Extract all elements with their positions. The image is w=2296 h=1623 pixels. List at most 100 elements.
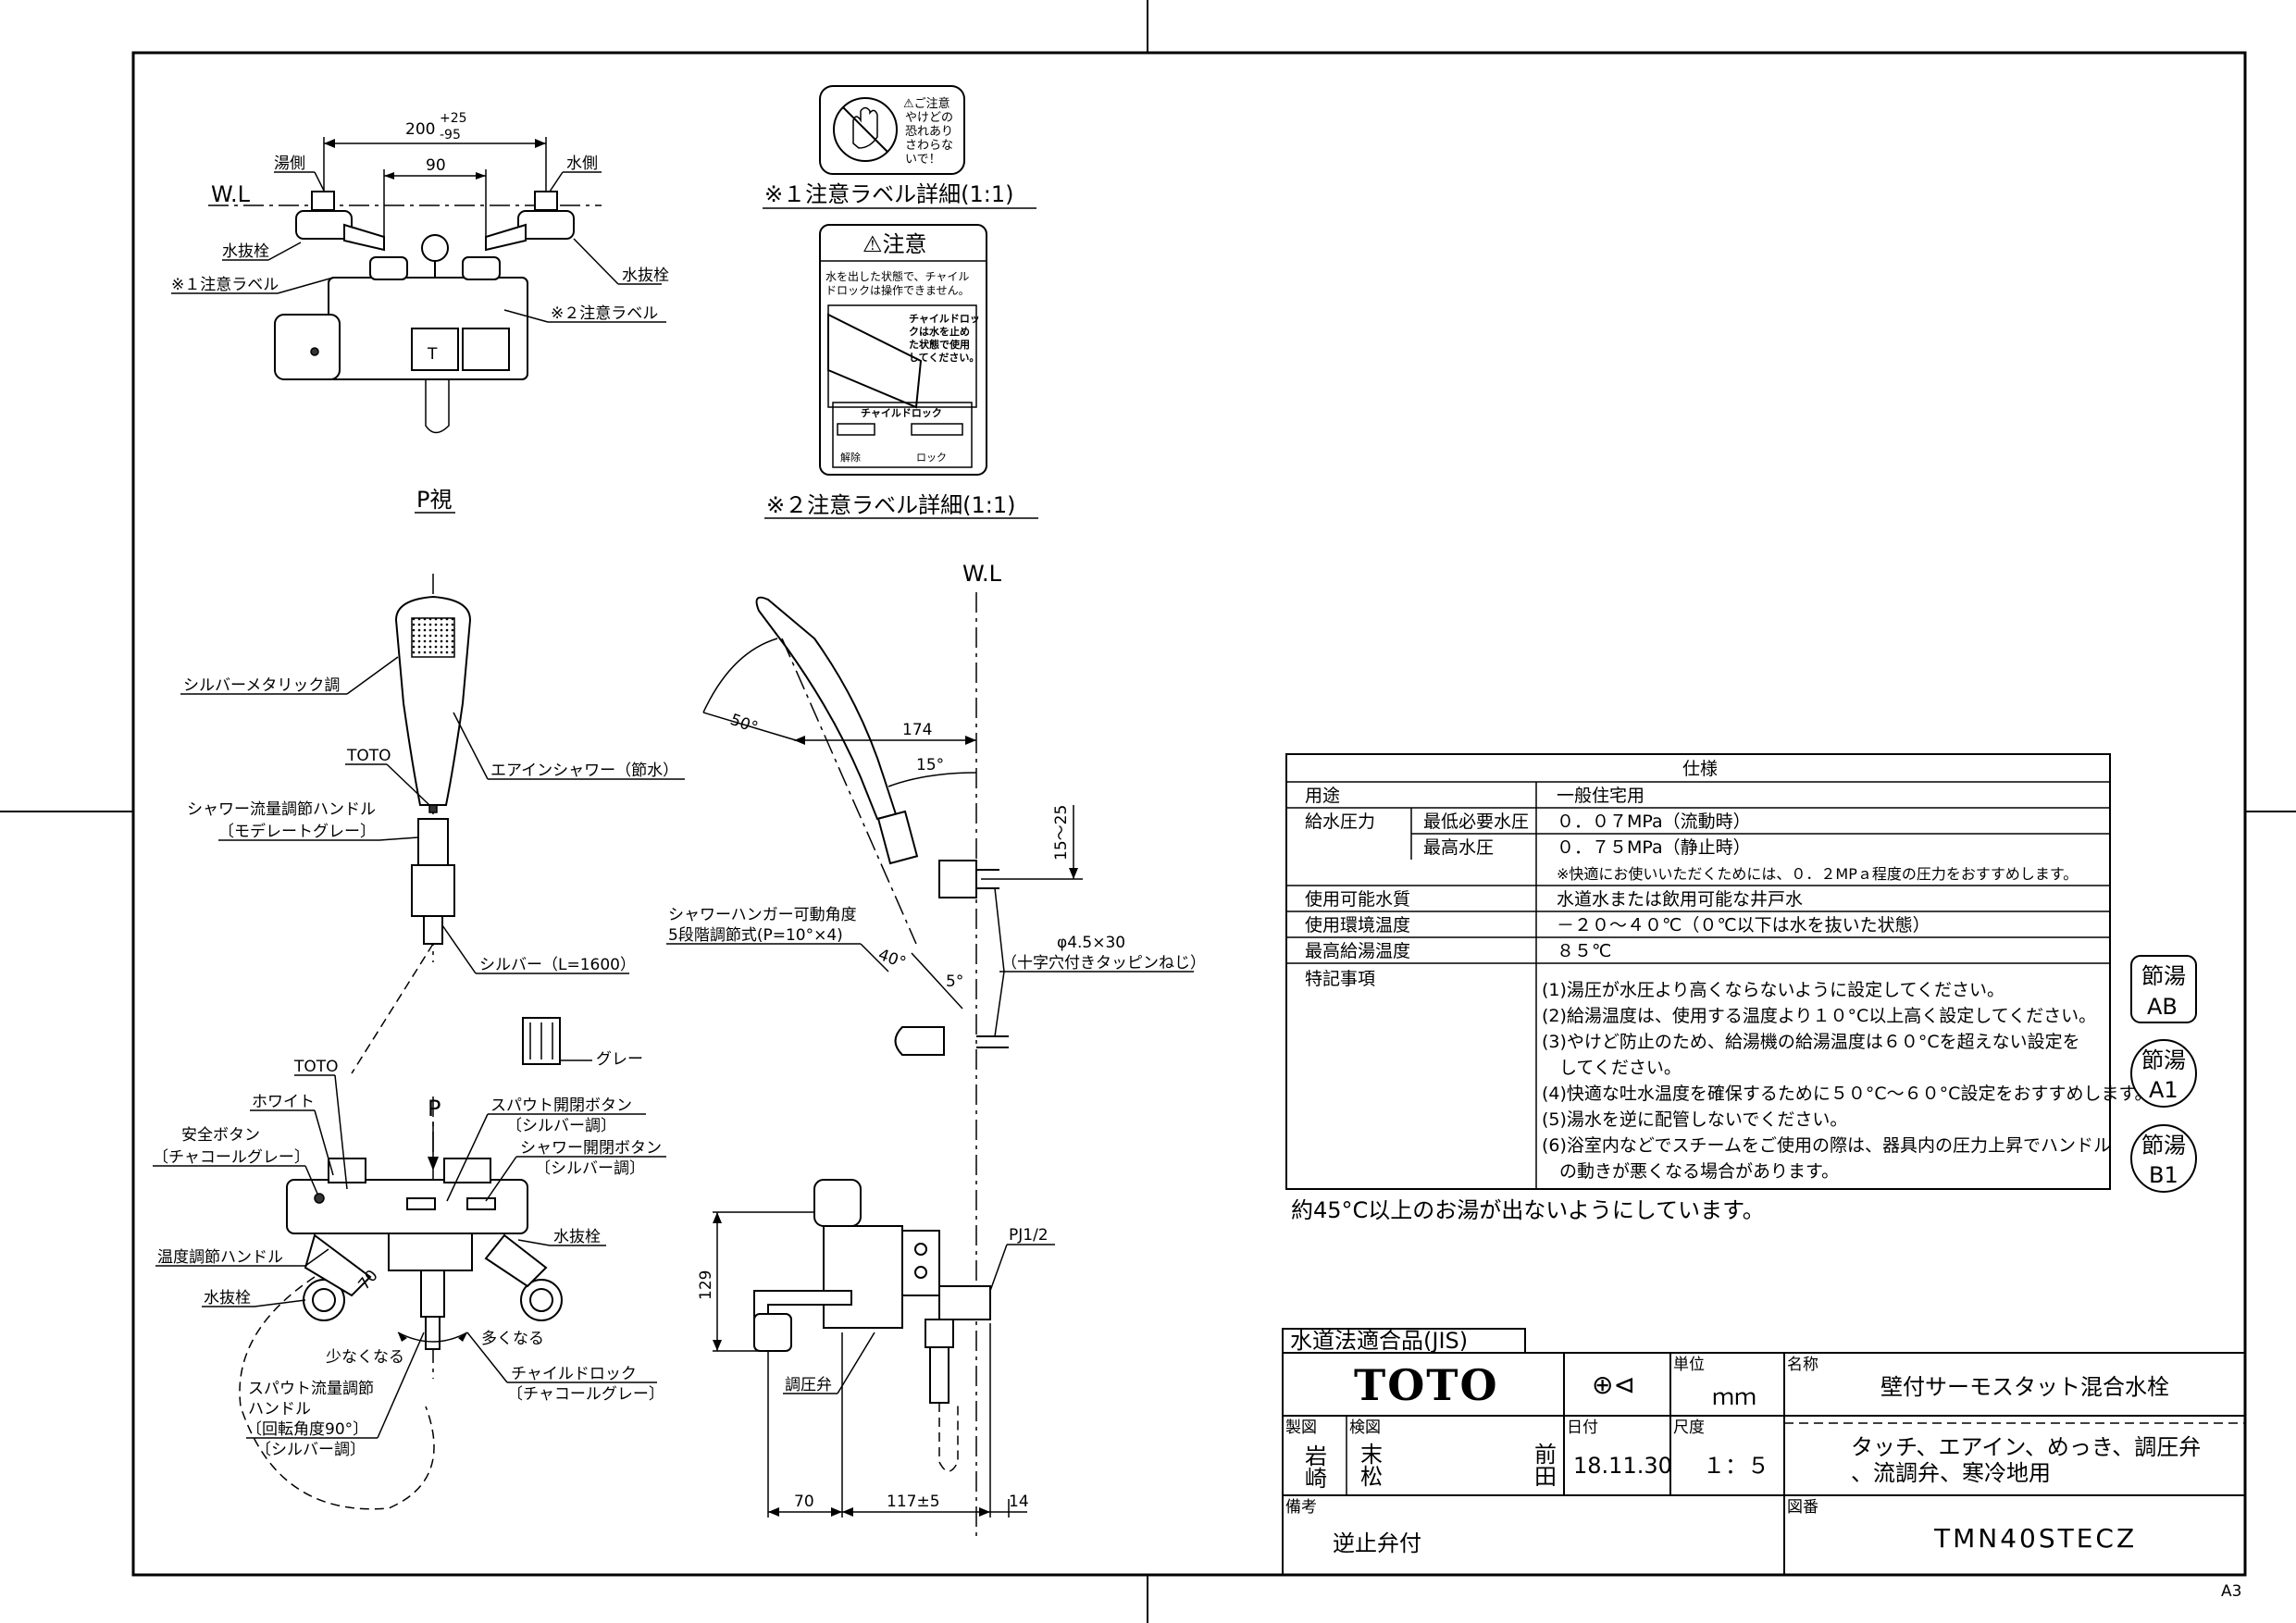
note-item: (4)快適な吐水温度を確保するために５０°C〜６０°C設定をおすすめします。 bbox=[1542, 1084, 2153, 1104]
spec-row-2-value: ０．０７MPa（流動時） bbox=[1557, 812, 1751, 832]
checked-by-2: 松 bbox=[1360, 1464, 1383, 1490]
hanger-angle-label: シャワーハンガー可動角度 bbox=[668, 906, 857, 924]
wl-label-side: W.L bbox=[962, 561, 1002, 587]
svg-text:ロック: ロック bbox=[916, 452, 947, 464]
safety-button-color: 〔チャコールグレー〕 bbox=[153, 1148, 310, 1167]
temp-handle-label: 温度調節ハンドル bbox=[157, 1248, 283, 1267]
approved-by-2: 田 bbox=[1534, 1464, 1557, 1490]
child-lock-label: チャイルドロック bbox=[511, 1365, 637, 1383]
jis-label: 水道法適合品(JIS) bbox=[1290, 1328, 1468, 1354]
spec-header: 仕様 bbox=[1682, 759, 1718, 779]
drawing-frame bbox=[131, 51, 2247, 1577]
dim-70-side: 70 bbox=[794, 1493, 814, 1511]
side-view: W.L 50° 174 15° 15〜25 シャワーハンガー可動角度 5段階調節… bbox=[666, 561, 1206, 1536]
drawn-by-1: 岩 bbox=[1305, 1443, 1327, 1469]
spec-footnote: 約45°C以上のお湯が出ないようにしています。 bbox=[1291, 1197, 1765, 1223]
dim-tol-plus: +25 bbox=[440, 111, 467, 126]
air-in-label: エアインシャワー（節水） bbox=[490, 762, 678, 780]
hose-label: シルバー（L=1600） bbox=[479, 956, 636, 974]
dim-200: 200 bbox=[405, 120, 435, 139]
flow-handle-label: シャワー流量調節ハンドル bbox=[187, 800, 376, 819]
checked-label: 検図 bbox=[1349, 1419, 1381, 1437]
drawing-no-label: 図番 bbox=[1787, 1498, 1818, 1517]
spec-row-4-value: ※快適にお使いいただくためには、０．２MPａ程度の圧力をおすすめします。 bbox=[1557, 865, 2078, 883]
badge-a1-top: 節湯 bbox=[2141, 1047, 2186, 1073]
caution-label-1-leader: ※１注意ラベル bbox=[171, 276, 279, 294]
spec-row-7-label: 最高給湯温度 bbox=[1305, 941, 1410, 961]
svg-text:水を出した状態で、チャイル: 水を出した状態で、チャイル bbox=[825, 269, 969, 283]
p-view-title: P視 bbox=[416, 487, 452, 513]
spec-table: 仕様 用途 一般住宅用 給水圧力 最低必要水圧 ０．０７MPa（流動時） 最高水… bbox=[1285, 753, 2153, 1223]
spec-row-5-label: 使用可能水質 bbox=[1305, 889, 1410, 910]
svg-text:T: T bbox=[427, 345, 438, 364]
drain-label-left: 水抜栓 bbox=[222, 242, 269, 261]
note-item: (3)やけど防止のため、給湯機の給湯温度は６０°Cを超えない設定を bbox=[1542, 1032, 2080, 1052]
label-1-text: ⚠ご注意 やけどの 恐れあり さわらな いで！ bbox=[903, 96, 953, 167]
spec-row-2-sub: 最低必要水圧 bbox=[1423, 812, 1529, 832]
hot-side-label: 湯側 bbox=[274, 155, 305, 173]
caution-label-2-leader: ※２注意ラベル bbox=[551, 304, 658, 323]
drain-label-front: 水抜栓 bbox=[553, 1228, 601, 1246]
spec-row-1-value: 一般住宅用 bbox=[1557, 786, 1644, 806]
drawn-label: 製図 bbox=[1285, 1419, 1317, 1437]
scale-label: 尺度 bbox=[1673, 1419, 1705, 1437]
notes-list: (1)湯圧が水圧より高くならないように設定してください。 (2)給湯温度は、使用… bbox=[1542, 980, 2153, 1182]
projection-symbol: ⊕⊲ bbox=[1592, 1369, 1635, 1400]
angle-40: 40° bbox=[875, 946, 908, 973]
svg-text:た状態で使用: た状態で使用 bbox=[909, 338, 970, 351]
badge-b1-top: 節湯 bbox=[2141, 1133, 2186, 1158]
shower-button-label: シャワー開閉ボタン bbox=[520, 1139, 662, 1158]
note-item: (2)給湯温度は、使用する温度より１０°C以上高く設定してください。 bbox=[1542, 1006, 2096, 1026]
dim-174: 174 bbox=[902, 721, 932, 739]
spout-flow-label-4: 〔シルバー調〕 bbox=[255, 1441, 366, 1459]
flow-handle-color: 〔モデレートグレー〕 bbox=[218, 822, 376, 841]
front-view: グレー P 70 TOTO ホワイト 安全ボタン 〔チャコールグレー〕 スパウト… bbox=[153, 1017, 666, 1510]
label-2-caption: ※２注意ラベル詳細(1:1) bbox=[766, 492, 1015, 518]
toto-label-front: TOTO bbox=[293, 1058, 339, 1076]
gray-label: グレー bbox=[596, 1050, 643, 1069]
spec-row-3-sub: 最高水圧 bbox=[1423, 837, 1494, 858]
remarks-label: 備考 bbox=[1285, 1498, 1317, 1517]
note-item: の動きが悪くなる場合があります。 bbox=[1542, 1161, 1839, 1182]
approved-by-1: 前 bbox=[1534, 1442, 1557, 1468]
shower-head-view: シルバーメタリック調 TOTO エアインシャワー（節水） シャワー流量調節ハンド… bbox=[180, 574, 685, 1074]
label-2-title: ⚠注意 bbox=[863, 231, 927, 257]
spec-row-7-value: ８５℃ bbox=[1557, 941, 1611, 961]
svg-text:ドロックは操作できません。: ドロックは操作できません。 bbox=[825, 283, 970, 297]
notes-label: 特記事項 bbox=[1305, 969, 1375, 989]
top-view: 200 +25 -95 90 W.L 湯側 水側 T 水抜栓 bbox=[171, 111, 669, 514]
label-1-caption: ※１注意ラベル詳細(1:1) bbox=[764, 181, 1013, 207]
badge-ab-bottom: AB bbox=[2147, 994, 2178, 1020]
spec-row-1-label: 用途 bbox=[1305, 786, 1340, 806]
name-label: 名称 bbox=[1787, 1356, 1818, 1374]
spout-flow-label-2: ハンドル bbox=[248, 1400, 311, 1419]
svg-text:いで！: いで！ bbox=[905, 153, 941, 167]
dim-14: 14 bbox=[1009, 1493, 1029, 1511]
unit-label: 単位 bbox=[1673, 1356, 1705, 1374]
badge-a1-bottom: A1 bbox=[2149, 1077, 2178, 1103]
sheet-size: A3 bbox=[2221, 1582, 2241, 1601]
product-name: 壁付サーモスタット混合水栓 bbox=[1880, 1374, 2169, 1400]
angle-15: 15° bbox=[916, 756, 944, 774]
svg-text:さわらな: さわらな bbox=[905, 139, 953, 153]
hanger-angle-steps: 5段階調節式(P=10°×4) bbox=[668, 926, 843, 945]
note-item: してください。 bbox=[1542, 1058, 1682, 1078]
spec-row-2-label: 給水圧力 bbox=[1305, 812, 1375, 832]
cold-side-label: 水側 bbox=[566, 155, 598, 173]
angle-50: 50° bbox=[727, 711, 760, 737]
dim-129: 129 bbox=[697, 1270, 715, 1300]
drain-label-right: 水抜栓 bbox=[622, 266, 669, 285]
badge-ab-top: 節湯 bbox=[2141, 963, 2186, 989]
note-item: (6)浴室内などでスチームをご使用の際は、器具内の圧力上昇でハンドル bbox=[1542, 1135, 2111, 1156]
spec-row-3-value: ０．７５MPa（静止時） bbox=[1557, 837, 1751, 858]
shower-button-color: 〔シルバー調〕 bbox=[535, 1159, 645, 1178]
screw-size: φ4.5×30 bbox=[1057, 934, 1125, 952]
pj-label: PJ1/2 bbox=[1009, 1226, 1049, 1245]
dim-117: 117±5 bbox=[887, 1493, 940, 1511]
dim-15-25: 15〜25 bbox=[1052, 805, 1071, 861]
date-value: 18.11.30 bbox=[1573, 1453, 1672, 1479]
note-item: (5)湯水を逆に配管しないでください。 bbox=[1542, 1109, 1847, 1130]
toto-label-shower: TOTO bbox=[346, 747, 391, 765]
white-label: ホワイト bbox=[252, 1093, 315, 1111]
